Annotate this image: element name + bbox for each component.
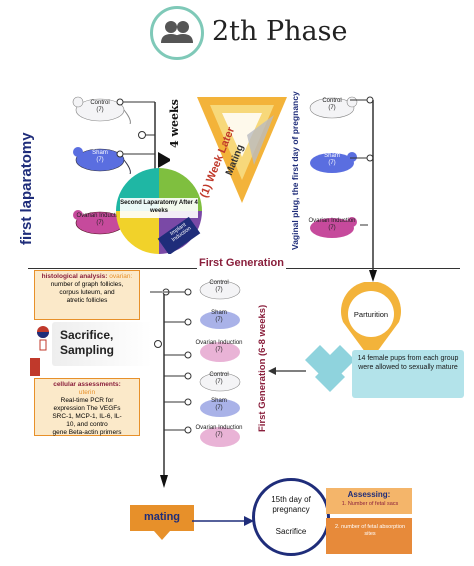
mouse-group-name: Ovarian Induction	[195, 340, 243, 346]
mouse-group-name: Control	[209, 372, 229, 378]
histology-line: atretic follicles	[66, 297, 108, 304]
mouse-count: (7)	[215, 379, 223, 385]
mouse-group-name: Sham	[211, 310, 227, 316]
red-marker-icon	[30, 358, 40, 376]
mating-label: mating	[143, 511, 181, 523]
first-gen-connector-lines	[150, 288, 192, 488]
pups-diamond-icon	[300, 340, 370, 400]
histology-line: corpus luteum, and	[59, 289, 115, 296]
pups-arrow	[268, 367, 306, 375]
histology-line: number of graph follicles,	[50, 281, 124, 288]
pups-text-box: 14 female pups from each group were allo…	[352, 350, 464, 398]
first-gen-mice-list: Control(7) Sham(7) Ovarian Induction(7) …	[190, 275, 250, 450]
mouse-count: (7)	[328, 105, 336, 111]
parturition-text: Parturition	[353, 310, 389, 319]
mouse-icon	[310, 217, 357, 238]
assessing-box: Assessing: 1. Number of fetal sacs 2. nu…	[326, 488, 412, 556]
mouse-count: (7)	[96, 157, 104, 163]
histology-title: histological analysis:	[41, 273, 108, 280]
mouse-icon	[199, 280, 241, 300]
cellular-line: SRC-1, MCP-1, IL-6, IL-	[52, 413, 122, 420]
cellular-title: cellular assessments:	[53, 381, 121, 388]
mouse-group-name: Control	[90, 100, 110, 106]
assessing-item: 1. Number of fetal sacs	[341, 501, 399, 507]
mating-arrow	[192, 516, 254, 526]
parturition-badge: Parturition	[335, 281, 407, 362]
mouse-control: Control (7)	[60, 90, 135, 125]
mouse-icon	[72, 96, 131, 125]
left-connector-lines	[116, 98, 170, 220]
cellular-line: expression The VEGFs	[53, 405, 121, 412]
sacrifice-sampling-box: Sacrifice, Sampling	[52, 322, 152, 366]
first-generation-title: First Generation	[197, 257, 286, 269]
mouse-sham: Sham (7)	[302, 145, 364, 175]
four-weeks-label: 4 weeks	[168, 99, 181, 148]
pups-text: 14 female pups from each group were allo…	[357, 355, 459, 371]
mouse-group-name: Ovarian Induction	[308, 218, 356, 224]
mouse-group-name: Sham	[92, 150, 108, 156]
mouse-icon	[200, 311, 240, 329]
mouse-group-name: Ovarian Induction	[76, 213, 124, 219]
assessing-item: 2. number of fetal absorption sites	[334, 524, 405, 537]
vaginal-plug-label: Vaginal plug, the first day of pregnancy	[290, 91, 300, 250]
second-laparatomy-text: Second Laparatomy After 4 weeks	[120, 200, 198, 214]
mouse-count: (7)	[215, 347, 223, 353]
mouse-sham: Sham(7)	[190, 305, 248, 331]
sampling-text: Sampling	[60, 343, 115, 357]
mouse-count: (7)	[215, 317, 223, 323]
second-laparatomy-circle: Second Laparatomy After 4 weeks Implant …	[116, 168, 202, 256]
cellular-highlight: uterin	[78, 389, 96, 396]
sacrifice-text: Sacrifice,	[60, 328, 114, 342]
mating-triangle: (1) Week Later Mating	[192, 95, 292, 205]
first-laparatomy-label: first laparatomy	[18, 132, 35, 245]
mouse-icon	[310, 152, 357, 173]
mouse-icon	[200, 427, 240, 447]
mouse-count: (7)	[328, 225, 336, 231]
mouse-count: (7)	[215, 405, 223, 411]
pregnancy-day: 15th day of	[271, 495, 311, 504]
mouse-sham: Sham(7)	[190, 393, 248, 419]
mouse-control: Control(7)	[190, 367, 248, 393]
cellular-line: gene Beta-actin primers	[52, 429, 122, 436]
histological-analysis-box: histological analysis: ovarian: number o…	[34, 270, 140, 320]
mouse-count: (7)	[96, 107, 104, 113]
cellular-line: 10, and contro	[66, 421, 108, 428]
pregnancy-sacrifice: Sacrifice	[275, 527, 307, 536]
mouse-group-name: Sham	[211, 398, 227, 404]
histology-highlight: ovarian:	[109, 273, 133, 280]
mouse-ovarian-induction: Ovarian Induction(7)	[190, 335, 248, 365]
sacrifice-logo-icon	[34, 322, 52, 352]
left-mouse-group-list: Control (7) Sham (7) Ovarian Induction (…	[50, 85, 140, 255]
mouse-ovarian-induction: Ovarian Induction (7)	[302, 210, 364, 240]
right-connector-lines	[350, 96, 377, 282]
mouse-group-name: Control	[209, 280, 229, 286]
assessing-title: Assessing:	[347, 490, 391, 499]
pregnancy-circle: 15th day of pregnancy Sacrifice	[252, 478, 330, 556]
cellular-line: Real-time PCR for	[60, 397, 114, 404]
mouse-icon	[73, 147, 131, 175]
mouse-group-name: Control	[322, 98, 342, 104]
mouse-count: (7)	[215, 287, 223, 293]
users-icon	[150, 6, 204, 60]
mouse-ovarian-induction: Ovarian Induction (7)	[60, 203, 135, 238]
mouse-control: Control(7)	[190, 275, 248, 301]
mouse-group-name: Sham	[324, 153, 340, 159]
mouse-sham: Sham (7)	[60, 140, 135, 175]
mouse-count: (7)	[328, 160, 336, 166]
phase-header: 2th Phase	[150, 6, 360, 66]
cellular-assessments-box: cellular assessments: uterin Real-time P…	[34, 378, 140, 436]
mouse-group-name: Ovarian Induction	[195, 425, 243, 431]
mating-box: mating	[130, 505, 194, 541]
pregnancy-word: pregnancy	[272, 505, 310, 514]
first-generation-side-label: First Generation (6-8 weeks)	[257, 304, 268, 432]
mouse-ovarian-induction: Ovarian Induction(7)	[190, 420, 248, 450]
mouse-icon	[200, 399, 240, 417]
mouse-icon	[199, 372, 241, 392]
mouse-count: (7)	[215, 432, 223, 438]
page-title: 2th Phase	[212, 16, 348, 47]
mouse-icon	[200, 342, 240, 362]
mouse-count: (7)	[96, 220, 104, 226]
